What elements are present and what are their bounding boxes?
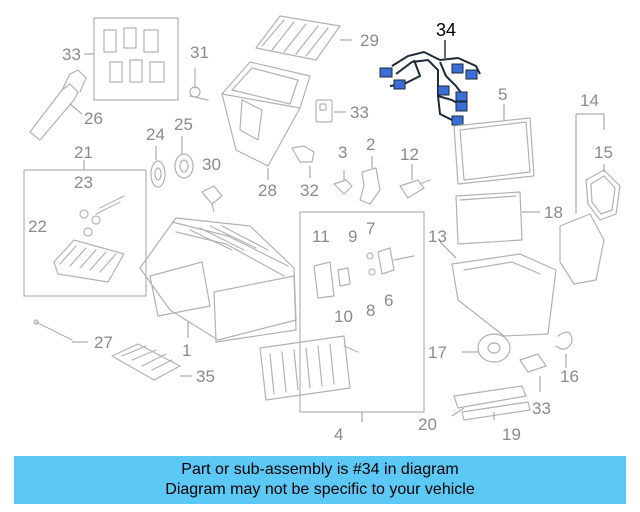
part-1-main-case bbox=[139, 217, 297, 343]
part-13-blower-housing bbox=[439, 213, 605, 337]
callout-labels: 34 33 31 29 26 5 33 14 24 25 2 21 12 15 … bbox=[28, 20, 613, 444]
callout-18: 18 bbox=[544, 203, 563, 222]
part-33-resistor bbox=[519, 353, 547, 392]
part-14-15-seals bbox=[575, 113, 621, 221]
part-18-panel bbox=[455, 191, 540, 245]
part-34-wiring-harness bbox=[379, 40, 481, 126]
callout-5: 5 bbox=[498, 85, 507, 104]
part-24-25-grommets bbox=[150, 136, 194, 188]
callout-17: 17 bbox=[428, 343, 447, 362]
callout-24: 24 bbox=[146, 125, 165, 144]
callout-15: 15 bbox=[594, 143, 613, 162]
part-33-clips-group bbox=[84, 17, 179, 101]
callout-11: 11 bbox=[312, 227, 330, 246]
callout-16: 16 bbox=[560, 367, 579, 386]
part-30-fastener bbox=[201, 185, 223, 213]
callout-34: 34 bbox=[436, 20, 456, 40]
part-4-evaporator-box bbox=[259, 211, 425, 422]
part-28-upper-housing bbox=[221, 61, 311, 180]
callout-26: 26 bbox=[84, 109, 103, 128]
callout-3: 3 bbox=[338, 143, 347, 162]
banner-line-1: Part or sub-assembly is #34 in diagram bbox=[181, 461, 459, 478]
callout-13: 13 bbox=[428, 227, 447, 246]
part-16-grommet bbox=[555, 331, 573, 368]
callout-23: 23 bbox=[74, 173, 93, 192]
callout-27: 27 bbox=[94, 333, 113, 352]
callout-22: 22 bbox=[28, 217, 47, 236]
callout-10: 10 bbox=[334, 307, 353, 326]
callout-29: 29 bbox=[360, 31, 379, 50]
part-35-heater-element bbox=[111, 343, 192, 381]
callout-8: 8 bbox=[366, 301, 375, 320]
callout-35: 35 bbox=[196, 367, 215, 386]
part-33-connector bbox=[315, 99, 346, 123]
part-21-heater-core-box bbox=[23, 160, 147, 297]
callout-31: 31 bbox=[190, 43, 209, 62]
part-12-bolt bbox=[399, 164, 431, 199]
callout-9: 9 bbox=[348, 227, 357, 246]
callout-30: 30 bbox=[202, 155, 221, 174]
part-2-bracket bbox=[359, 156, 381, 205]
callout-14: 14 bbox=[580, 91, 599, 110]
banner-line-2: Diagram may not be specific to your vehi… bbox=[165, 481, 475, 498]
info-banner: Part or sub-assembly is #34 in diagram D… bbox=[14, 456, 626, 504]
callout-28: 28 bbox=[258, 181, 277, 200]
part-3-screw bbox=[333, 170, 353, 195]
callout-25: 25 bbox=[174, 115, 193, 134]
part-5-filter-frame bbox=[453, 104, 535, 185]
part-27-rod bbox=[33, 319, 88, 343]
parts-diagram: 34 33 31 29 26 5 33 14 24 25 2 21 12 15 … bbox=[23, 15, 621, 444]
part-17-blower-motor bbox=[462, 333, 511, 363]
part-29-filter bbox=[255, 15, 352, 61]
callout-33-b: 33 bbox=[350, 103, 369, 122]
part-32-clip bbox=[291, 145, 315, 178]
callout-32: 32 bbox=[300, 181, 319, 200]
callout-33-a: 33 bbox=[62, 45, 81, 64]
part-20-19-duct bbox=[451, 385, 531, 421]
callout-2: 2 bbox=[366, 135, 375, 154]
callout-12: 12 bbox=[400, 145, 419, 164]
callout-33-c: 33 bbox=[532, 399, 551, 418]
callout-19: 19 bbox=[502, 425, 521, 444]
callout-21: 21 bbox=[74, 143, 93, 162]
callout-7: 7 bbox=[366, 219, 375, 238]
callout-20: 20 bbox=[418, 415, 437, 434]
callout-1: 1 bbox=[182, 341, 191, 360]
part-26-sensor-tube bbox=[29, 69, 87, 141]
callout-4: 4 bbox=[334, 425, 343, 444]
part-31-screw bbox=[189, 67, 209, 101]
callout-6: 6 bbox=[384, 291, 393, 310]
